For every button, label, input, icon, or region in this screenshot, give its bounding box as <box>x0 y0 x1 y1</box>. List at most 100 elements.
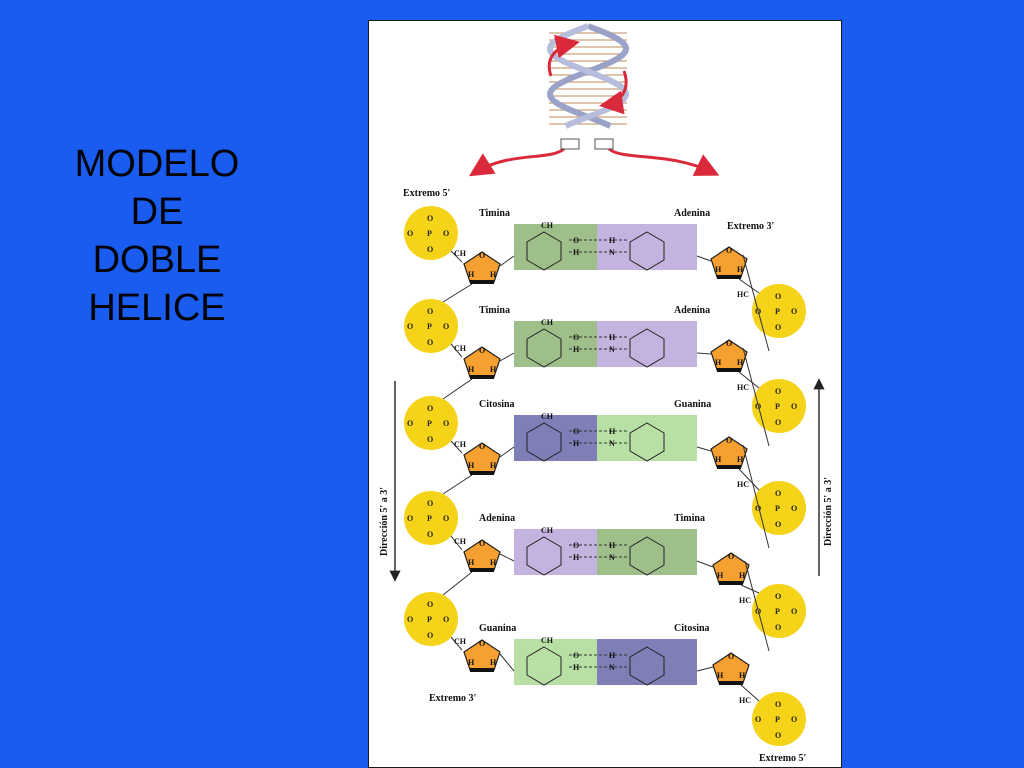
atom-hc: HC <box>739 596 751 605</box>
atom-h: H <box>609 333 616 342</box>
atom-h: H <box>490 270 497 279</box>
base-left-adenina <box>514 529 606 575</box>
atom-p: P <box>427 615 432 624</box>
atom-h: H <box>609 427 616 436</box>
backbone-bond <box>738 468 760 491</box>
atom-p: P <box>427 419 432 428</box>
atom-o: O <box>775 323 781 332</box>
base-ring <box>526 422 562 462</box>
atom-o: O <box>775 623 781 632</box>
atom-o: O <box>726 339 732 348</box>
atom-ch: CH <box>454 344 467 353</box>
atom-o: O <box>427 214 433 223</box>
title-line-3: DOBLE <box>92 239 222 281</box>
atom-h: H <box>737 358 744 367</box>
title-line-4: HELICE <box>88 287 226 329</box>
atom-o: O <box>728 552 734 561</box>
atom-h: H <box>717 571 724 580</box>
atom-h: H <box>468 270 475 279</box>
atom-h: H <box>737 455 744 464</box>
atom-o: O <box>479 251 485 260</box>
base-right-adenina <box>597 321 697 367</box>
atom-h: H <box>739 671 746 680</box>
label-extremo-3-top: Extremo 3' <box>727 221 775 232</box>
atom-h: H <box>490 461 497 470</box>
atom-h: H <box>573 248 580 257</box>
phosphate-group <box>404 396 458 450</box>
atom-n: N <box>609 663 615 672</box>
atom-n: N <box>609 345 615 354</box>
glycosidic-bond <box>499 352 515 362</box>
label-extremo-3-bottom: Extremo 3' <box>429 693 477 704</box>
phosphate-group <box>752 379 806 433</box>
atom-o: O <box>479 639 485 648</box>
base-ring <box>629 646 665 686</box>
rotation-arrow-left-icon <box>547 34 580 77</box>
atom-ch3: CH <box>541 221 554 230</box>
atom-hc: HC <box>737 383 749 392</box>
atom-p: P <box>427 229 432 238</box>
base-ring <box>526 231 562 271</box>
atom-o: O <box>726 246 732 255</box>
atom-h: H <box>490 365 497 374</box>
label-base-left: Citosina <box>479 399 515 410</box>
glycosidic-bond <box>696 560 714 568</box>
arrow-right-icon <box>608 147 720 176</box>
atom-o: O <box>775 489 781 498</box>
atom-o: O <box>407 322 413 331</box>
glycosidic-bond <box>696 352 712 355</box>
atom-ch3: CH <box>541 412 554 421</box>
atom-n: N <box>609 553 615 562</box>
atom-p: P <box>775 607 780 616</box>
phosphate-group <box>404 592 458 646</box>
base-right-citosina <box>597 639 697 685</box>
backbone-bond <box>742 254 770 352</box>
atom-o: O <box>407 615 413 624</box>
atom-o: O <box>755 715 761 724</box>
base-ring <box>629 536 665 576</box>
phosphate-group <box>404 299 458 353</box>
base-right-adenina <box>597 224 697 270</box>
atom-n: N <box>609 439 615 448</box>
atom-h: H <box>573 345 580 354</box>
atom-o: O <box>573 236 579 245</box>
atom-o: O <box>755 504 761 513</box>
backbone-bond <box>738 371 760 389</box>
atom-h: H <box>717 671 724 680</box>
atom-hc: HC <box>737 480 749 489</box>
backbone-bond <box>450 535 463 551</box>
title-line-1: MODELO <box>74 143 240 185</box>
atom-h: H <box>490 558 497 567</box>
atom-o: O <box>775 731 781 740</box>
atom-o: O <box>775 387 781 396</box>
label-base-left: Timina <box>479 305 510 316</box>
helix-bracket-left <box>560 138 580 150</box>
glycosidic-bond <box>696 666 714 672</box>
atom-p: P <box>775 504 780 513</box>
base-ring <box>526 536 562 576</box>
atom-o: O <box>443 514 449 523</box>
atom-ch: CH <box>454 637 467 646</box>
label-base-right: Adenina <box>674 305 710 316</box>
label-base-right: Citosina <box>674 623 710 634</box>
glycosidic-bond <box>696 255 712 262</box>
label-extremo-5-bottom: Extremo 5' <box>759 753 807 764</box>
phosphate-group <box>752 481 806 535</box>
label-base-right: Timina <box>674 513 705 524</box>
atom-p: P <box>775 402 780 411</box>
slide-title: MODELO DE DOBLE HELICE <box>40 140 274 332</box>
backbone-bond <box>450 440 463 454</box>
label-base-left: Guanina <box>479 623 516 634</box>
label-base-left: Timina <box>479 208 510 219</box>
atom-hc: HC <box>737 290 749 299</box>
